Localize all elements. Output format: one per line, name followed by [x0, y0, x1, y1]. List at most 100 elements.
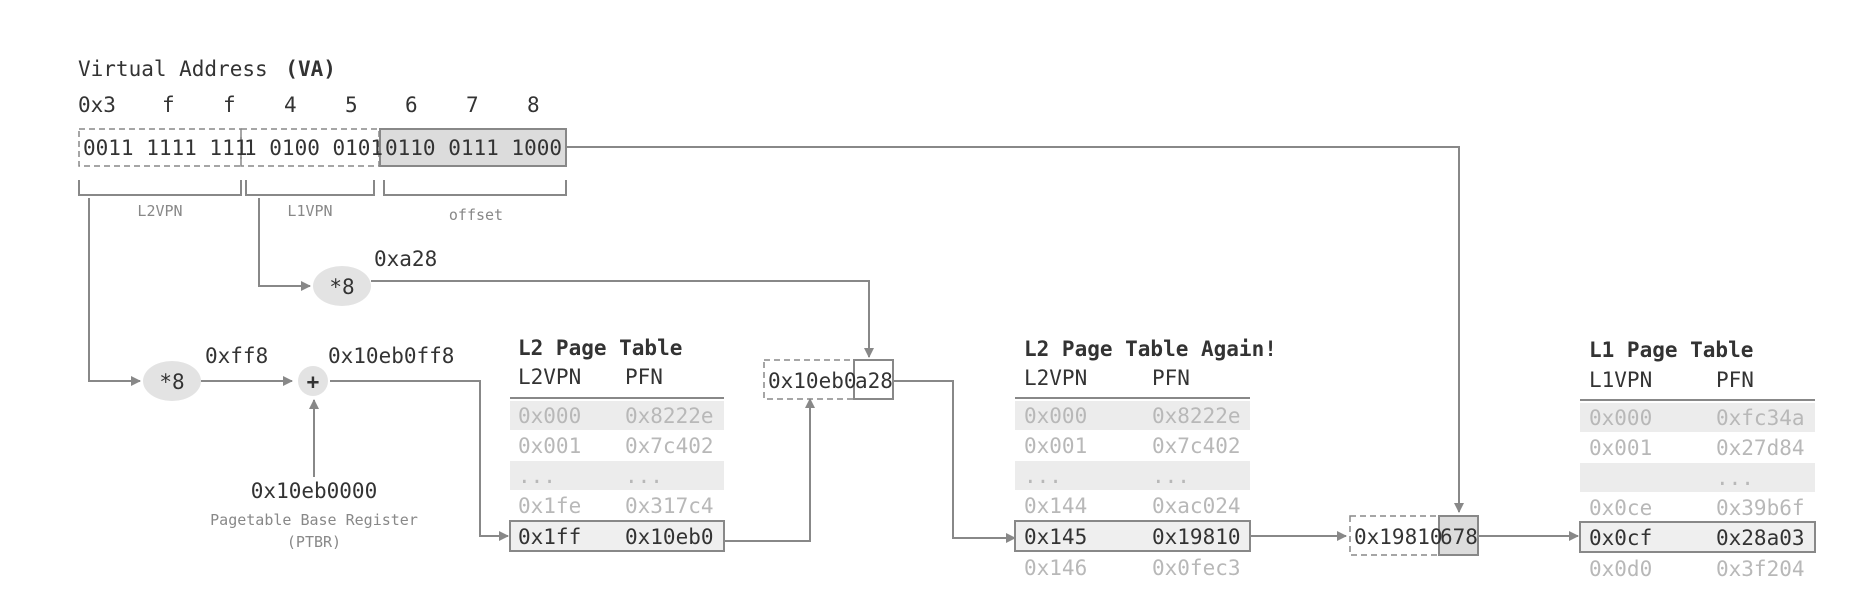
hex-digit: 5	[345, 93, 358, 117]
table-cell: 0x0cf	[1589, 526, 1652, 550]
column-header-pfn: PFN	[625, 365, 663, 389]
offset-to-physical-arrow	[566, 146, 1464, 513]
table-cell: 0x1fe	[518, 494, 581, 518]
table-cell: ...	[1152, 464, 1190, 488]
table-cell: ...	[1716, 466, 1754, 490]
table-title: L1 Page Table	[1589, 338, 1753, 362]
l1vpn-to-mul-arrow	[258, 198, 311, 291]
plus-node	[298, 366, 328, 396]
l2vpn-bracket	[78, 180, 242, 196]
column-header-pfn: PFN	[1152, 366, 1190, 390]
table-cell: 0x144	[1024, 494, 1087, 518]
table-cell: ...	[625, 464, 663, 488]
highlighted-row	[1014, 520, 1251, 552]
table-cell: 0x0ce	[1589, 496, 1652, 520]
physical-offset: 678	[1440, 525, 1478, 549]
va-hex-digits: 0x3 f f 4 5 6 7 8	[78, 93, 540, 117]
mul-result-ff8: 0xff8	[205, 344, 268, 368]
multiply-node	[313, 266, 371, 306]
l2-page-table: L2 Page Table L2VPN PFN 0x000 0x8222e 0x…	[509, 336, 725, 552]
row-stripe	[1580, 403, 1815, 432]
address-pfn-box	[763, 359, 855, 400]
l2vpn-label: L2VPN	[137, 202, 182, 220]
hex-digit: f	[223, 93, 236, 117]
multiply-node	[143, 361, 201, 401]
table-cell: 0x8222e	[1152, 404, 1241, 428]
table-cell: 0x0d0	[1589, 557, 1652, 581]
table-cell: 0x000	[518, 404, 581, 428]
offset-bracket	[383, 180, 567, 196]
table-cell: 0xac024	[1152, 494, 1241, 518]
table-cell: 0x317c4	[625, 494, 714, 518]
l2vpn-bits: 0011 1111 111	[83, 136, 247, 160]
address-to-l2again-arrow	[893, 380, 1016, 543]
table-cell: 0x001	[1589, 436, 1652, 460]
plus-to-l2table-arrow	[330, 380, 509, 541]
plus-result: 0x10eb0ff8	[328, 344, 454, 368]
offset-bits: 0110 0111 1000	[385, 136, 562, 160]
table-cell: 0x0fec3	[1152, 556, 1241, 580]
table-cell: 0x000	[1589, 406, 1652, 430]
physical-pfn-box	[1349, 515, 1440, 556]
column-header-vpn: L2VPN	[1024, 366, 1087, 390]
mul-result-a28: 0xa28	[374, 247, 437, 271]
hex-digit: 7	[466, 93, 479, 117]
row-stripe	[510, 461, 724, 490]
column-header-vpn: L2VPN	[518, 365, 581, 389]
l2-page-table-again: L2 Page Table Again! L2VPN PFN 0x000 0x8…	[1014, 337, 1277, 580]
table-cell: 0x28a03	[1716, 526, 1805, 550]
a28-to-address-arrow	[371, 280, 874, 358]
hex-digit: 6	[405, 93, 418, 117]
address-offset-box	[853, 359, 894, 400]
ptbr-label-abbrev: (PTBR)	[287, 533, 341, 551]
physical-pfn: 0x19810	[1354, 525, 1443, 549]
plus-label: +	[307, 370, 320, 394]
l2vpn-to-mul-arrow	[88, 198, 141, 386]
l1vpn-label: L1VPN	[287, 202, 332, 220]
row-stripe	[1580, 463, 1815, 492]
table-cell: 0x1ff	[518, 525, 581, 549]
table-title: L2 Page Table Again!	[1024, 337, 1277, 361]
table-cell: 0x10eb0	[625, 525, 714, 549]
hex-digit: f	[162, 93, 175, 117]
hex-digit: 0x3	[78, 93, 116, 117]
multiply-label: *8	[329, 275, 354, 299]
highlighted-row	[509, 520, 725, 552]
ptbr-label: Pagetable Base Register	[210, 511, 418, 529]
va-title: Virtual Address (VA)	[78, 57, 336, 81]
offset-label: offset	[449, 206, 503, 224]
l1vpn-bracket	[245, 180, 375, 196]
table-cell: ...	[518, 464, 556, 488]
table-cell: 0x145	[1024, 525, 1087, 549]
table-cell: 0x19810	[1152, 525, 1241, 549]
table-cell: 0x39b6f	[1716, 496, 1805, 520]
table-cell: 0x001	[1024, 434, 1087, 458]
column-header-vpn: L1VPN	[1589, 368, 1652, 392]
table-cell: ...	[1024, 464, 1062, 488]
row-stripe	[1015, 461, 1250, 490]
table-cell: 0x000	[1024, 404, 1087, 428]
highlighted-row	[1579, 521, 1816, 553]
pfn-to-address-arrow	[724, 398, 815, 542]
table-cell: 0x3f204	[1716, 557, 1805, 581]
row-stripe	[1015, 401, 1250, 430]
address-offset: a28	[855, 369, 893, 393]
table-cell: 0x001	[518, 434, 581, 458]
table-cell: 0x7c402	[1152, 434, 1241, 458]
table-cell: 0x146	[1024, 556, 1087, 580]
ptbr-value: 0x10eb0000	[251, 479, 377, 503]
l1vpn-bits: 1 0100 0101	[244, 136, 383, 160]
l1vpn-bits-box	[240, 128, 380, 167]
table-title: L2 Page Table	[518, 336, 682, 360]
table-cell: 0xfc34a	[1716, 406, 1805, 430]
table-cell: 0x27d84	[1716, 436, 1805, 460]
table-cell: 0x7c402	[625, 434, 714, 458]
column-header-pfn: PFN	[1716, 368, 1754, 392]
hex-digit: 8	[527, 93, 540, 117]
l1-page-table: L1 Page Table L1VPN PFN 0x000 0xfc34a 0x…	[1579, 338, 1816, 581]
multiply-label: *8	[159, 370, 184, 394]
hex-digit: 4	[284, 93, 297, 117]
address-pfn: 0x10eb0	[768, 369, 857, 393]
table-cell: 0x8222e	[625, 404, 714, 428]
